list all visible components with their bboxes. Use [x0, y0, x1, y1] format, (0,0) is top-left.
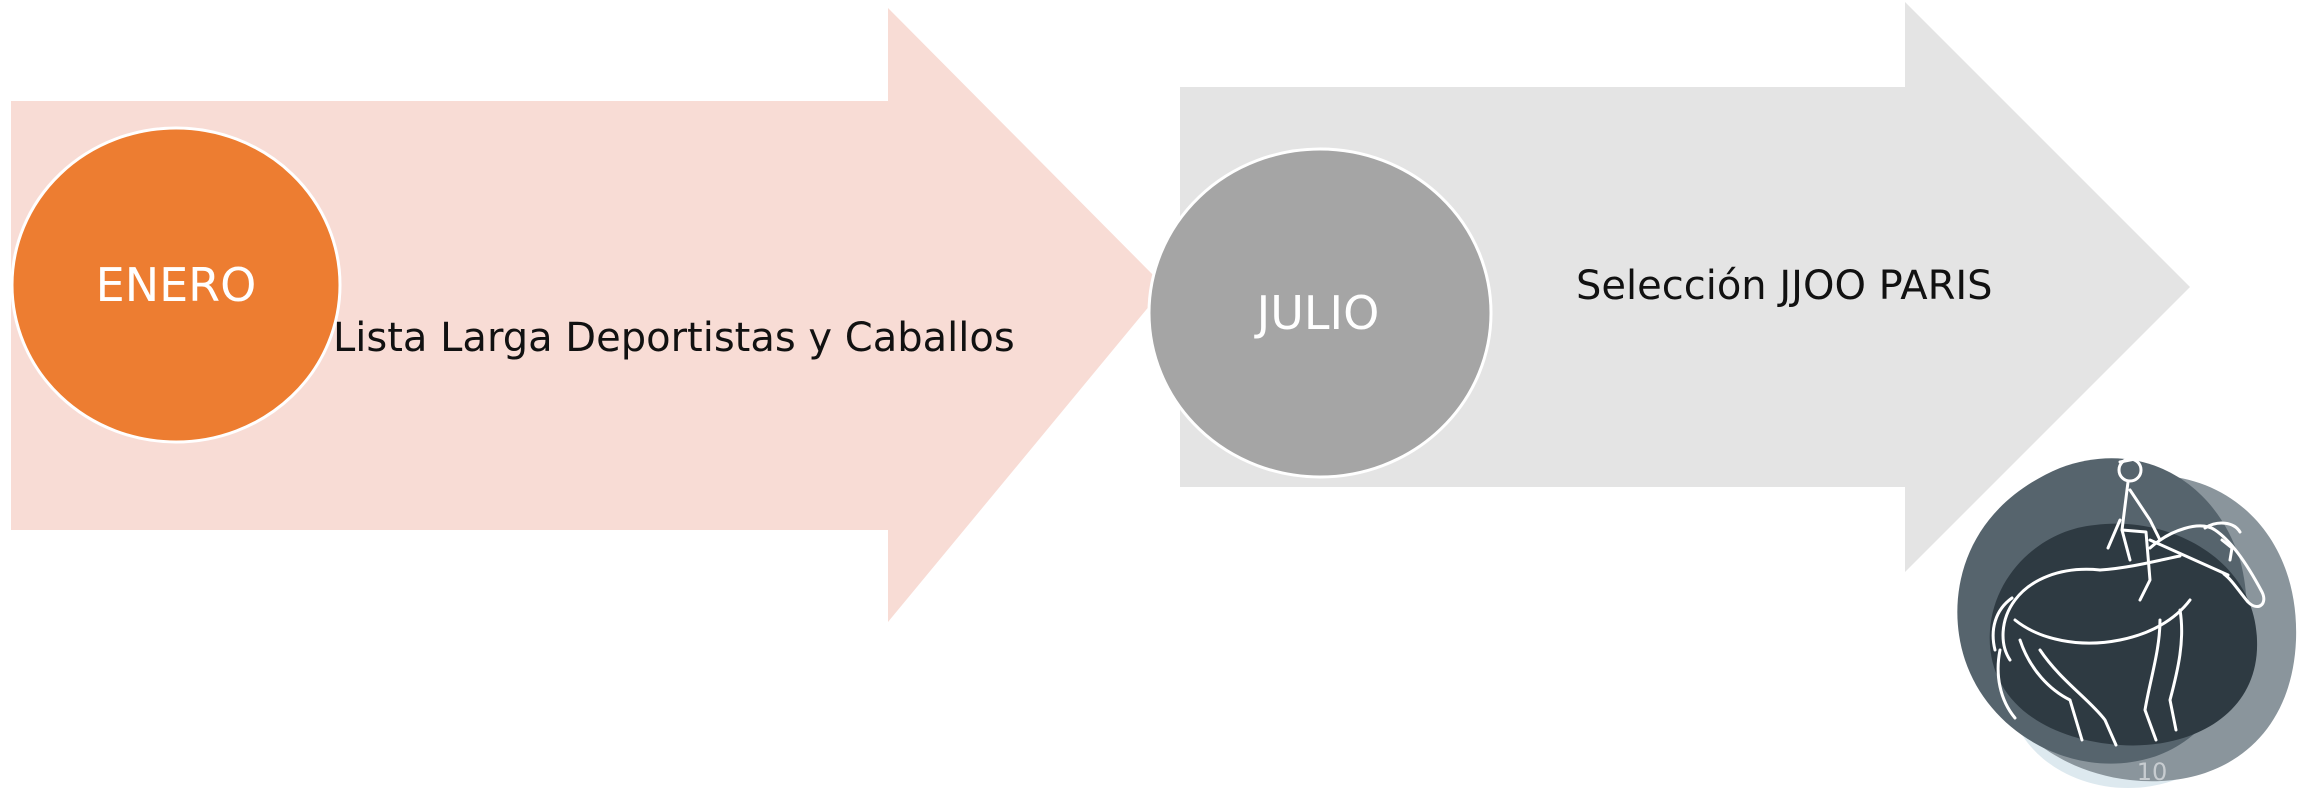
stage-circle-julio [1147, 147, 1493, 479]
stage-description-enero: Lista Larga Deportistas y Caballos [333, 315, 1015, 361]
stage-arrow-enero [11, 8, 1165, 622]
stage-circle-enero [10, 126, 342, 444]
stage-month-enero: ENERO [95, 258, 257, 312]
dressage-horse-rider-icon [1957, 456, 2297, 788]
stage-description-julio: Selección JJOO PARIS [1576, 263, 1993, 309]
stage-month-julio: JULIO [1256, 286, 1380, 340]
page-number: 10 [2136, 758, 2168, 786]
